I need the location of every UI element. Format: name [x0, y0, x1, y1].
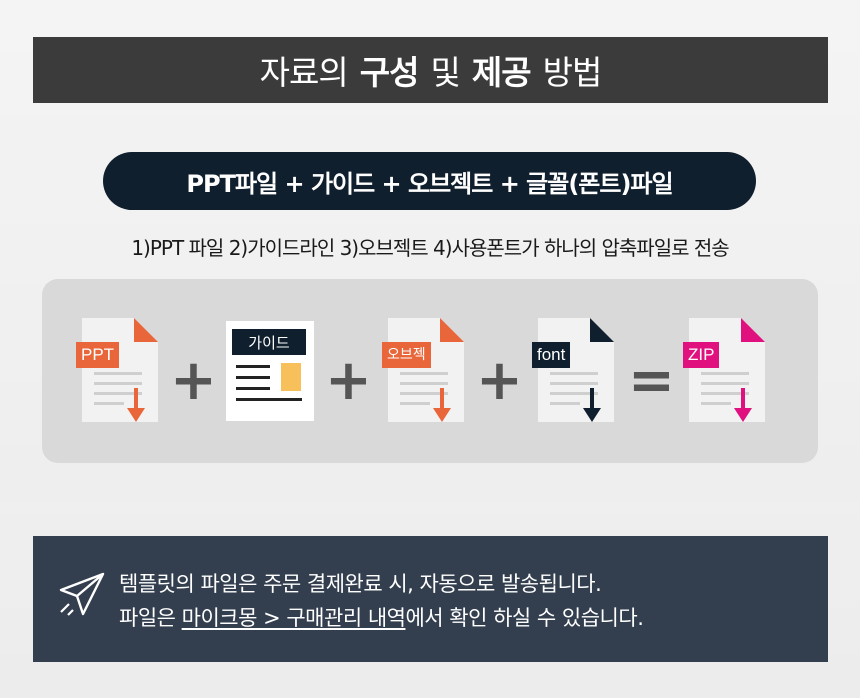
title-part-3: 및	[430, 53, 460, 92]
composition-pill: PPT파일 + 가이드 + 오브젝트 + 글꼴(폰트)파일	[103, 152, 756, 210]
title-part-2: 구성	[359, 53, 420, 92]
font-file-icon: font	[532, 318, 614, 422]
notice-line-1: 템플릿의 파일은 주문 결제완료 시, 자동으로 발송됩니다.	[119, 572, 602, 596]
title-part-4: 제공	[471, 53, 532, 92]
object-tag: 오브젝	[382, 342, 431, 368]
notice-line-2-prefix: 파일은	[119, 606, 182, 630]
guide-tag: 가이드	[232, 329, 306, 355]
notice-box: 템플릿의 파일은 주문 결제완료 시, 자동으로 발송됩니다. 파일은 마이크몽…	[33, 536, 828, 662]
page-title: 자료의 구성 및 제공 방법	[33, 37, 828, 103]
notice-line-2: 파일은 마이크몽 > 구매관리 내역에서 확인 하실 수 있습니다.	[119, 602, 644, 632]
notice-line-2-suffix: 에서 확인 하실 수 있습니다.	[405, 606, 644, 630]
plus-icon: +	[476, 348, 523, 413]
purchase-history-link[interactable]: 마이크몽 > 구매관리 내역	[181, 606, 406, 630]
guide-file-icon: 가이드	[226, 321, 314, 421]
ppt-tag: PPT	[76, 342, 120, 368]
font-tag: font	[532, 342, 571, 368]
plus-icon: +	[170, 348, 217, 413]
zip-tag: ZIP	[683, 342, 720, 368]
title-part-5: 방법	[542, 53, 603, 92]
plus-icon: +	[325, 348, 372, 413]
title-part-1: 자료의	[259, 53, 349, 92]
delivery-description: 1)PPT 파일 2)가이드라인 3)오브젝트 4)사용폰트가 하나의 압축파일…	[131, 236, 729, 260]
object-file-icon: 오브젝	[382, 318, 464, 422]
paper-plane-icon	[59, 572, 105, 616]
ppt-file-icon: PPT	[76, 318, 158, 422]
equals-icon: =	[628, 348, 675, 413]
zip-file-icon: ZIP	[683, 318, 765, 422]
